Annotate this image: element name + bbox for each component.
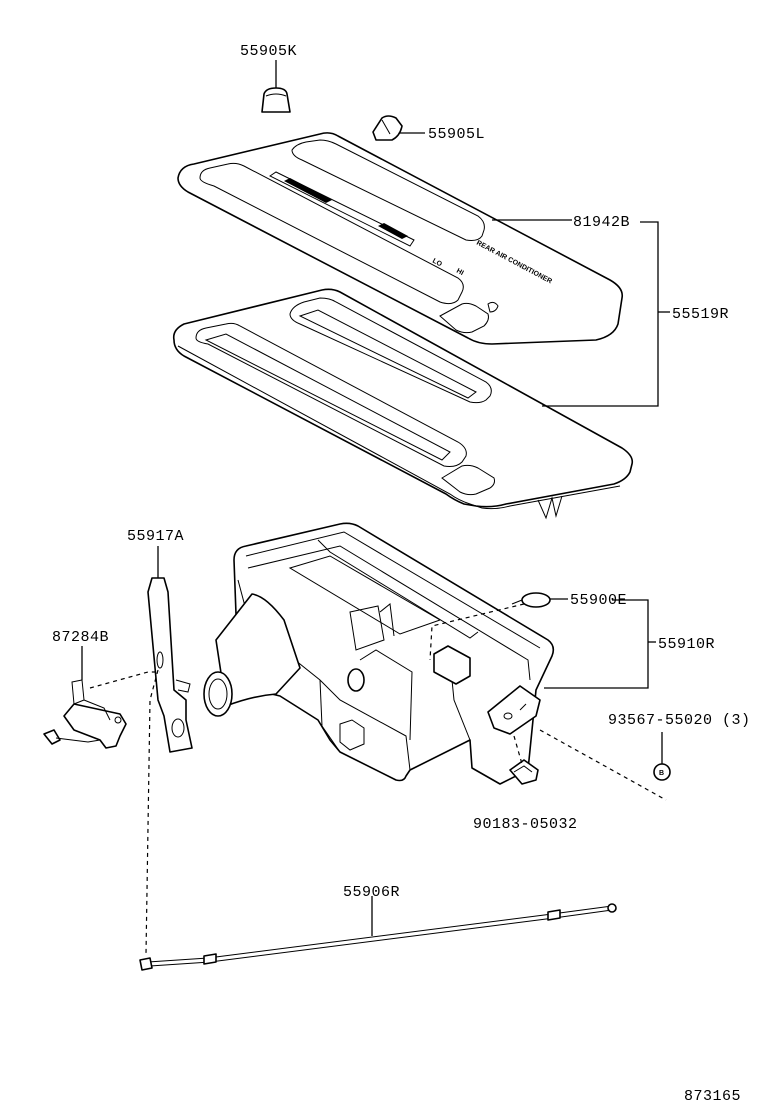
control-housing-55910r <box>203 522 555 785</box>
label-55910r: 55910R <box>658 636 715 653</box>
label-81942b: 81942B <box>573 214 630 231</box>
reference-number: 873165 <box>684 1088 741 1105</box>
plate-lo-text: LO <box>431 258 443 269</box>
bulb-55900e <box>511 592 551 608</box>
label-55900e: 55900E <box>570 592 627 609</box>
clip-90183-05032 <box>509 759 539 785</box>
label-87284b: 87284B <box>52 629 109 646</box>
panel-55519r <box>172 288 634 520</box>
screw-93567-55020: B <box>653 763 671 781</box>
label-55905l: 55905L <box>428 126 485 143</box>
bracket-87284b <box>43 679 127 749</box>
lever-55917a <box>147 577 193 753</box>
face-plate-81942b: LO HI REAR AIR CONDITIONER <box>177 132 624 345</box>
cable-55906r <box>139 903 617 971</box>
label-55917a: 55917A <box>127 528 184 545</box>
label-90183-05032: 90183-05032 <box>473 816 578 833</box>
label-55905k: 55905K <box>240 43 297 60</box>
label-55906r: 55906R <box>343 884 400 901</box>
plate-hi-text: HI <box>455 268 465 277</box>
screw-mark: B <box>659 770 664 777</box>
knob-55905l <box>372 115 403 141</box>
label-55519r: 55519R <box>672 306 729 323</box>
label-93567-55020: 93567-55020 (3) <box>608 712 751 729</box>
knob-55905k <box>261 87 291 113</box>
